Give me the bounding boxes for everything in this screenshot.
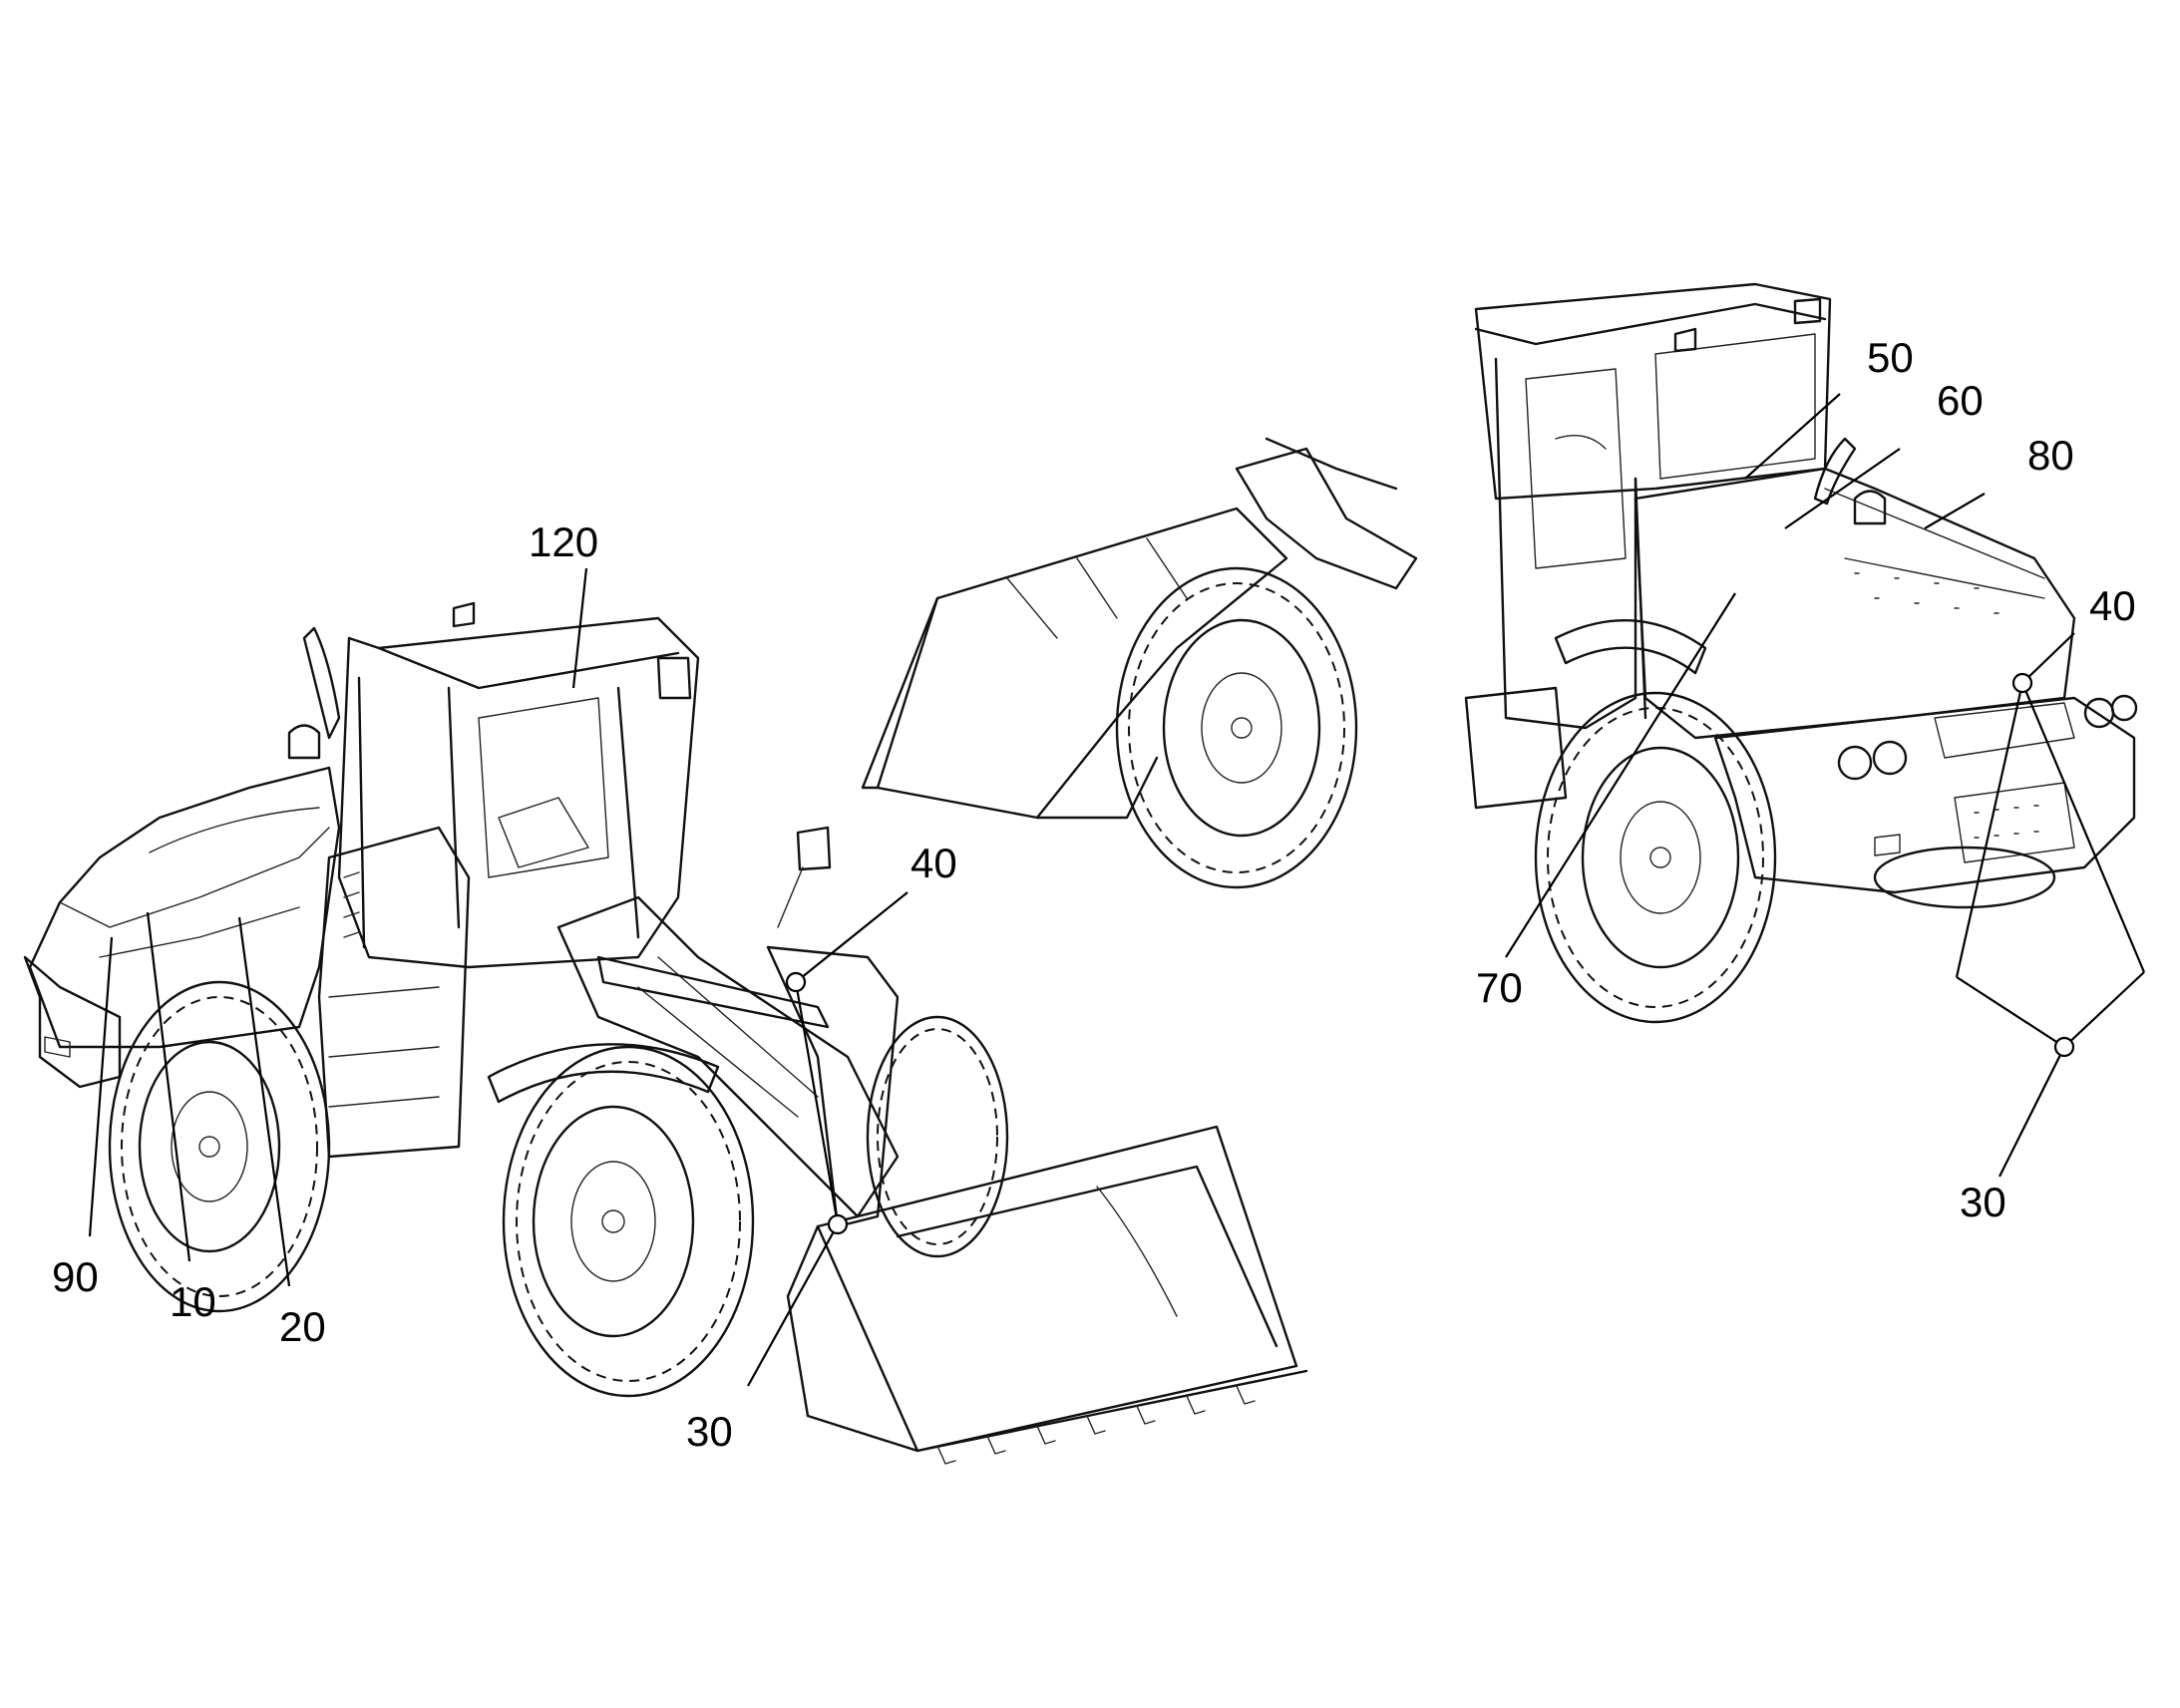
callout-30-left: 30 — [686, 1408, 733, 1455]
callout-120-left: 120 — [529, 518, 598, 565]
loader-rear-view — [861, 282, 2138, 1024]
callout-30-right: 30 — [1960, 1179, 2006, 1225]
leader-lines — [88, 393, 2146, 1387]
bucket-left-view — [786, 1125, 1308, 1465]
callout-dot-30-right — [2053, 1036, 2075, 1058]
callout-dot-30-left — [827, 1213, 849, 1235]
callout-60-right: 60 — [1937, 377, 1984, 424]
callout-80-right: 80 — [2027, 432, 2074, 479]
front-wheel-right-view — [1115, 566, 1358, 889]
callout-50-right: 50 — [1867, 334, 1914, 381]
callout-10-left: 10 — [170, 1278, 216, 1325]
callout-dot-40-left — [785, 971, 807, 993]
callout-dot-40-right — [2011, 672, 2033, 694]
callout-labels: 120 40 30 90 10 20 50 60 80 40 70 30 — [52, 334, 2136, 1455]
callout-40-left: 40 — [910, 840, 957, 886]
rear-wheel-left-view — [108, 980, 331, 1313]
front-wheel-left-view — [502, 1015, 1009, 1398]
loader-front-view — [23, 601, 1308, 1465]
callout-70-right: 70 — [1476, 964, 1523, 1011]
rear-wheel-right-view — [1534, 691, 2056, 1024]
callout-20-left: 20 — [279, 1303, 326, 1350]
callout-90-left: 90 — [52, 1253, 99, 1300]
callout-40-right: 40 — [2089, 582, 2136, 629]
bucket-right-view — [861, 507, 1288, 820]
